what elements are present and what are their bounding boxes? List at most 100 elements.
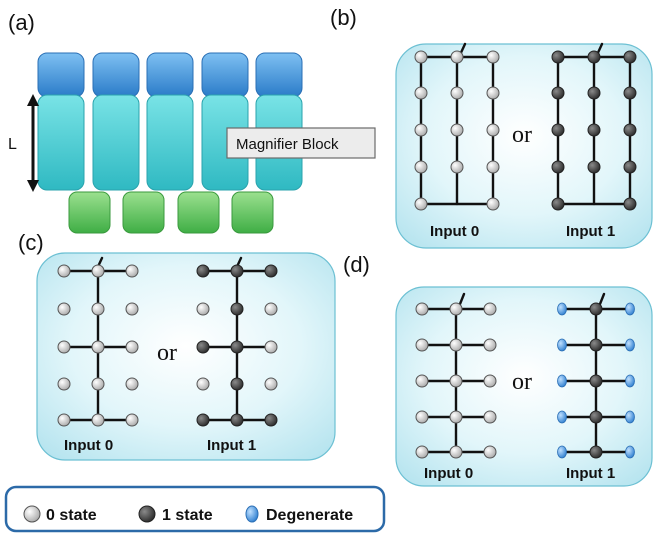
spin-node: [483, 302, 497, 316]
spin-node: [415, 410, 429, 424]
legend-degenerate-swatch: [245, 505, 259, 523]
top-block: [37, 52, 85, 98]
spin-node: [589, 338, 603, 352]
legend-one-state-label: 1 state: [162, 507, 213, 524]
spin-node: [557, 302, 567, 316]
spin-node: [414, 50, 428, 64]
spin-node: [450, 160, 464, 174]
middle-blocks: [37, 94, 303, 191]
spin-node: [623, 86, 637, 100]
panel-d-frame: [395, 286, 653, 487]
panel-c-input0-label: Input 0: [64, 437, 113, 454]
spin-node: [623, 160, 637, 174]
spin-node: [551, 197, 565, 211]
spin-node: [623, 50, 637, 64]
spin-node: [557, 338, 567, 352]
spin-node: [625, 374, 635, 388]
spin-node: [589, 374, 603, 388]
panel-label-b: (b): [330, 5, 357, 30]
spin-node: [264, 377, 278, 391]
spin-node: [196, 413, 210, 427]
spin-node: [91, 302, 105, 316]
bottom-block: [231, 191, 274, 234]
spin-node: [196, 377, 210, 391]
spin-node: [449, 302, 463, 316]
spin-node: [196, 302, 210, 316]
spin-node: [414, 197, 428, 211]
spin-node: [486, 123, 500, 137]
top-block: [146, 52, 194, 98]
spin-node: [483, 374, 497, 388]
spin-node: [483, 410, 497, 424]
spin-node: [91, 264, 105, 278]
spin-node: [623, 123, 637, 137]
panel-d-input0-label: Input 0: [424, 465, 473, 482]
spin-node: [450, 123, 464, 137]
spin-node: [415, 445, 429, 459]
legend-box: [4, 485, 386, 533]
panel-b-input0-label: Input 0: [430, 223, 479, 240]
spin-node: [264, 413, 278, 427]
spin-node: [551, 123, 565, 137]
spin-node: [557, 445, 567, 459]
panel-b-or: or: [512, 122, 532, 148]
panel-d-or: or: [512, 369, 532, 395]
spin-node: [551, 160, 565, 174]
panel-c-frame: [36, 252, 336, 461]
spin-node: [230, 377, 244, 391]
spin-node: [449, 338, 463, 352]
panel-b-input1-graph: [551, 42, 637, 211]
spin-node: [589, 410, 603, 424]
spin-node: [230, 302, 244, 316]
spin-node: [589, 445, 603, 459]
spin-node: [625, 410, 635, 424]
spin-node: [414, 123, 428, 137]
legend-degenerate-label: Degenerate: [266, 507, 353, 524]
spin-node: [91, 340, 105, 354]
spin-node: [557, 410, 567, 424]
spin-node: [196, 264, 210, 278]
panel-d-input0-graph: [415, 292, 497, 459]
spin-node: [589, 302, 603, 316]
magnifier-block: [146, 94, 194, 191]
spin-node: [57, 340, 71, 354]
spin-node: [57, 264, 71, 278]
spin-node: [450, 50, 464, 64]
spin-node: [264, 264, 278, 278]
magnifier-block: [37, 94, 85, 191]
panel-c-input0-graph: [57, 256, 139, 427]
magnifier-callout-box: [226, 127, 376, 159]
spin-node: [486, 86, 500, 100]
spin-node: [57, 413, 71, 427]
spin-node: [483, 338, 497, 352]
panel-label-a: (a): [8, 10, 35, 35]
spin-node: [625, 302, 635, 316]
spin-node: [486, 197, 500, 211]
spin-node: [415, 302, 429, 316]
length-label: L: [8, 136, 17, 153]
spin-node: [415, 374, 429, 388]
spin-node: [587, 86, 601, 100]
top-block: [255, 52, 303, 98]
spin-node: [449, 410, 463, 424]
legend-one-state-swatch: [138, 505, 156, 523]
spin-node: [91, 413, 105, 427]
bottom-blocks: [68, 191, 274, 234]
spin-node: [587, 160, 601, 174]
spin-node: [625, 338, 635, 352]
spin-node: [486, 50, 500, 64]
spin-node: [450, 86, 464, 100]
legend-zero-state-swatch: [23, 505, 41, 523]
bottom-block: [68, 191, 111, 234]
spin-node: [557, 374, 567, 388]
spin-node: [449, 445, 463, 459]
spin-node: [57, 302, 71, 316]
spin-node: [125, 377, 139, 391]
magnifier-callout-label: Magnifier Block: [236, 136, 339, 153]
spin-node: [414, 86, 428, 100]
bottom-block: [177, 191, 220, 234]
spin-node: [414, 160, 428, 174]
spin-node: [483, 445, 497, 459]
spin-node: [125, 413, 139, 427]
top-block: [201, 52, 249, 98]
